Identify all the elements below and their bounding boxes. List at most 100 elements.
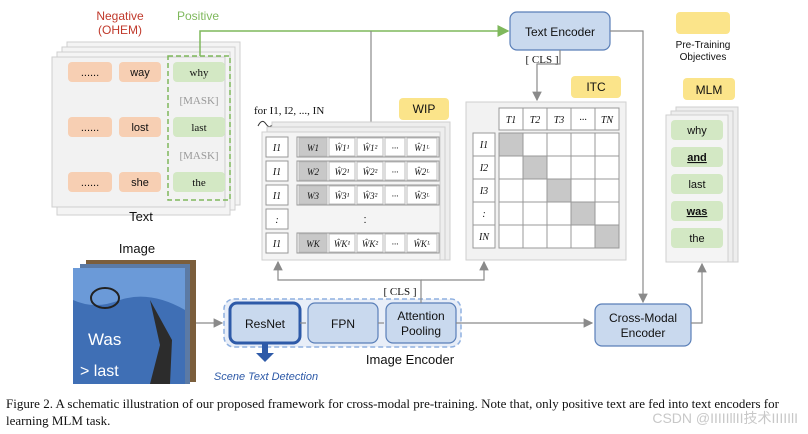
wip-cell (298, 185, 328, 205)
itc-cell (546, 201, 572, 226)
cross-modal-encoder-block (594, 303, 692, 347)
negative-token-text: ...... (81, 177, 99, 189)
wip-cell-text: ··· (392, 143, 399, 153)
negative-token-box (68, 117, 112, 137)
positive-token-box (173, 172, 225, 192)
wip-row-label: I1 (272, 167, 281, 178)
image-encoder-label: Image Encoder (366, 352, 455, 367)
wip-cell-text: ··· (392, 191, 399, 201)
negative-token-text: way (129, 67, 150, 79)
itc-cell (570, 178, 596, 203)
itc-cell (498, 178, 524, 203)
wip-cell-text: ··· (392, 167, 399, 177)
itc-cell (594, 224, 620, 249)
wip-cell-text: Ŵ3¹ (335, 191, 350, 201)
wip-cell-text: Ŵ2¹ (335, 167, 350, 177)
itc-cell (570, 155, 596, 180)
wip-cell-text: Ŵ1² (363, 143, 378, 153)
text-encoder-label: Text Encoder (525, 25, 595, 39)
wip-cell-text: ŴK¹ (334, 239, 351, 249)
detection-arrow-icon (256, 343, 274, 362)
mlm-token-text: was (686, 206, 708, 218)
itc-cell (594, 155, 620, 180)
wip-cell (406, 161, 438, 181)
wip-badge (399, 98, 449, 120)
wip-cell (384, 161, 406, 181)
wip-row-label-cell (265, 184, 289, 206)
wip-cell-text: W1 (307, 143, 319, 153)
positive-token-box (173, 62, 225, 82)
wip-cell (356, 161, 384, 181)
itc-cell (594, 132, 620, 157)
positive-token-text: [MASK] (179, 150, 218, 162)
itc-row-label: : (482, 209, 485, 220)
itc-cell (522, 155, 548, 180)
itc-label: ITC (586, 80, 606, 94)
itc-col-label: T2 (530, 115, 541, 126)
itc-cell (546, 224, 572, 249)
mlm-label: MLM (696, 83, 723, 97)
wip-cell-text: Ŵ3ᴸ (414, 191, 430, 201)
mlm-token-box (671, 147, 723, 167)
itc-cell (594, 178, 620, 203)
scene-text-detection-label: Scene Text Detection (214, 371, 318, 383)
cls-bottom-label: [ CLS ] (384, 286, 417, 298)
itc-cell (498, 132, 524, 157)
wip-cell-text: W2 (307, 167, 319, 177)
positive-token-box (173, 117, 225, 137)
cls-top-label: [ CLS ] (526, 54, 559, 66)
itc-col-label-cell (594, 107, 620, 131)
positive-to-text-encoder-arrow (199, 25, 510, 56)
text-to-itc-arrow (532, 50, 561, 102)
racket-icon (90, 287, 120, 309)
wip-row-label-cell (265, 136, 289, 158)
image-stack (73, 260, 196, 384)
wip-cell (406, 185, 438, 205)
wip-cell (356, 233, 384, 253)
wip-cell (384, 233, 406, 253)
positive-token-text: [MASK] (179, 95, 218, 107)
itc-cell (522, 224, 548, 249)
wip-row-label-cell (265, 232, 289, 254)
itc-col-label: ··· (579, 115, 587, 126)
itc-cell (546, 178, 572, 203)
positive-token-text: last (191, 122, 206, 134)
fpn-label: FPN (331, 317, 355, 331)
player-silhouette (150, 300, 172, 384)
text-label: Text (129, 209, 153, 224)
negative-token-box (68, 172, 112, 192)
itc-cell (594, 201, 620, 226)
attention-pooling-line1: Attention (397, 309, 444, 323)
wip-cell-text: ··· (392, 239, 399, 249)
itc-row-label-cell (472, 224, 496, 249)
itc-cell (546, 155, 572, 180)
image-token-was: Was (88, 330, 121, 349)
for-label: for I1, I2, ..., IN (254, 105, 324, 117)
mlm-token-box (671, 201, 723, 221)
mlm-badge (683, 78, 735, 100)
negative-tokens: ......way......lost......she (68, 62, 161, 192)
pooling-to-itc-arrow (421, 260, 489, 281)
itc-cell (522, 132, 548, 157)
itc-badge (571, 76, 621, 98)
mlm-token-box (671, 228, 723, 248)
wip-cell-text: ŴK² (362, 239, 379, 249)
wip-row-label: : (275, 215, 278, 226)
negative-token-box (119, 172, 161, 192)
negative-token-box (68, 62, 112, 82)
ohem-label: (OHEM) (98, 23, 142, 37)
negative-token-box (119, 62, 161, 82)
wip-cell (356, 137, 384, 157)
negative-token-text: ...... (81, 67, 99, 79)
itc-cell (498, 224, 524, 249)
wip-cell (406, 137, 438, 157)
wip-cell (298, 137, 328, 157)
wip-row-label: I1 (272, 191, 281, 202)
wip-row-label-cell (265, 208, 289, 230)
wip-label: WIP (413, 102, 436, 116)
itc-cell (570, 224, 596, 249)
legend-swatch (676, 12, 730, 34)
